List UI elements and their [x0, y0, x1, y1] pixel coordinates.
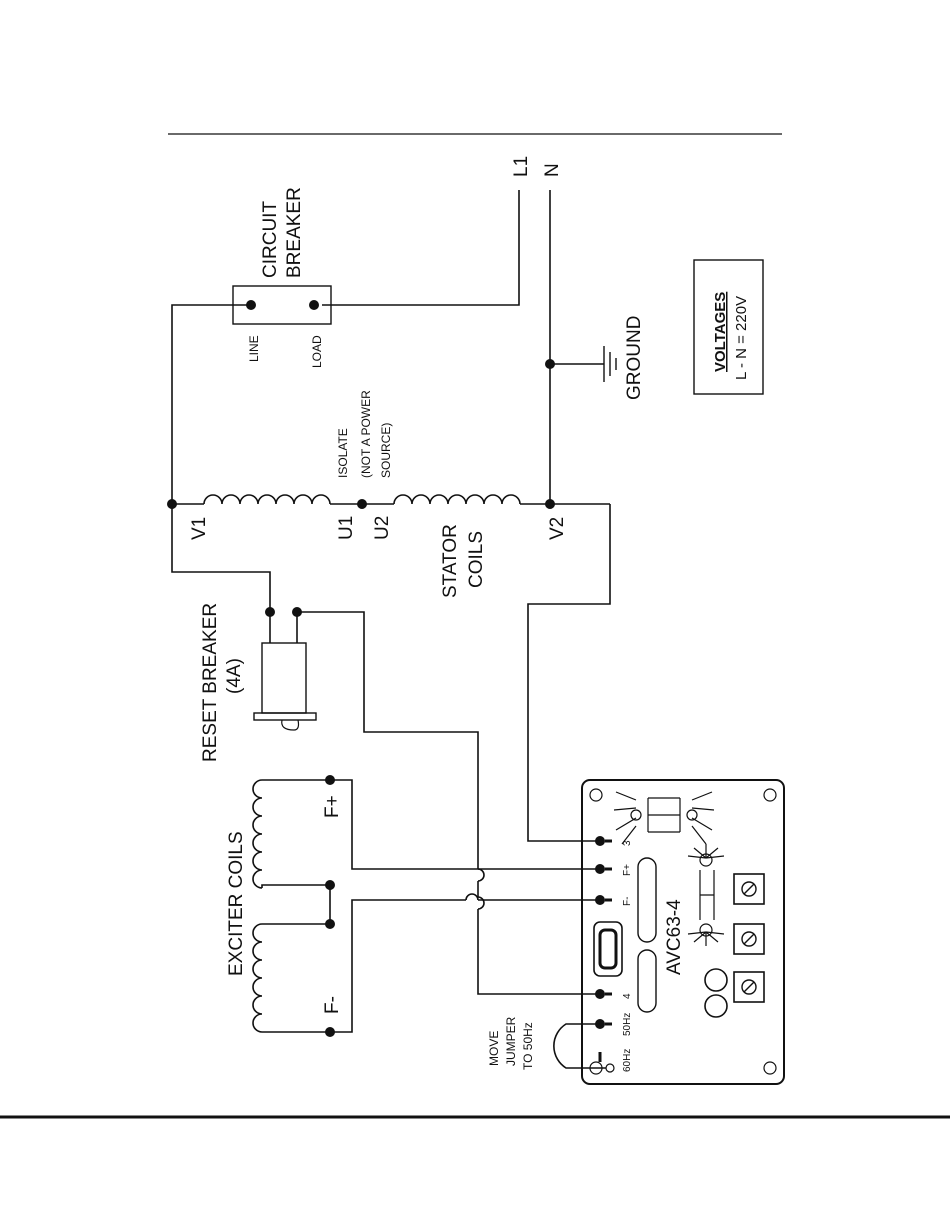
avr-term-4-label: 4	[622, 993, 633, 999]
load-label: LOAD	[310, 335, 324, 368]
exciter-coils-label: EXCITER COILS	[226, 831, 247, 976]
reset-breaker-label-1: RESET BREAKER	[200, 603, 221, 762]
pot-1	[734, 874, 764, 904]
n-label: N	[542, 163, 563, 177]
reset-breaker-button	[282, 720, 299, 730]
l1-label: L1	[511, 156, 532, 177]
reset-breaker-body	[262, 643, 306, 713]
circuit-breaker-load-terminal	[309, 300, 319, 310]
avr-term-3-label: 3	[622, 840, 633, 846]
heat-sink-top	[614, 792, 714, 844]
exciter-bot-wire	[262, 900, 466, 1032]
exciter-fplus-label: F+	[322, 795, 343, 818]
stator-coil-2	[394, 495, 520, 504]
avr-led-1	[705, 969, 727, 991]
pot-2	[734, 924, 764, 954]
exciter-fminus-terminal	[325, 1027, 335, 1037]
reset-breaker-flange	[254, 713, 316, 720]
avr-terminal-3	[595, 836, 605, 846]
stator-label-1: STATOR	[440, 524, 461, 598]
isolate-label-1: ISOLATE	[336, 428, 350, 478]
isolate-label-3: SOURCE)	[379, 423, 393, 478]
avr-term-50hz-label: 50Hz	[622, 1013, 633, 1036]
ground-junction	[545, 359, 555, 369]
exciter-bot-crossover	[466, 894, 478, 900]
avr-terminal-60hz	[606, 1064, 614, 1072]
stator-label-2: COILS	[466, 531, 487, 588]
exciter-mid-terminal-1	[325, 880, 335, 890]
exciter-fplus-terminal	[325, 775, 335, 785]
u1-u2-junction	[357, 499, 367, 509]
avr-mount-hole-bottom-right	[764, 1062, 776, 1074]
move-label-1: MOVE	[487, 1031, 501, 1066]
avr-terminal-4	[595, 989, 605, 999]
avr-pins	[605, 841, 612, 1024]
v2-label: V2	[547, 517, 568, 540]
avr-term-fplus-label: F+	[622, 864, 633, 876]
pot-3	[734, 972, 764, 1002]
exciter-mid-wire	[262, 885, 330, 924]
ground-label: GROUND	[624, 316, 645, 400]
move-label-3: TO 50Hz	[521, 1022, 535, 1070]
move-label-2: JUMPER	[504, 1016, 518, 1066]
exciter-mid-terminal-2	[325, 919, 335, 929]
schematic: L1 N CIRCUIT BREAKER LINE LOAD GROUND VO…	[167, 156, 784, 1084]
reset-to-t4-crossover-1	[478, 869, 484, 881]
exciter-coil-2	[253, 924, 262, 1032]
circuit-breaker-label-2: BREAKER	[284, 187, 305, 278]
jumper-connector-inner	[600, 930, 616, 968]
avr-term-60hz-label: 60Hz	[622, 1049, 633, 1072]
exciter-top-wire	[262, 780, 600, 869]
reset-to-t4-wire	[297, 612, 478, 869]
l1-wire	[322, 190, 519, 305]
reset-breaker-label-2: (4A)	[224, 658, 245, 694]
voltages-title: VOLTAGES	[712, 292, 729, 372]
avr-terminal-fplus	[595, 864, 605, 874]
avr-slot-1	[638, 858, 656, 942]
avr-terminal-fminus	[595, 895, 605, 905]
avr-mount-hole-top	[590, 789, 602, 801]
u2-label: U2	[372, 516, 393, 540]
circuit-breaker-label-1: CIRCUIT	[260, 201, 281, 278]
voltages-value: L - N = 220V	[733, 296, 750, 380]
jumper-loop-wire	[554, 1024, 606, 1068]
exciter-coil-1	[253, 780, 262, 888]
v2-junction	[545, 499, 555, 509]
v1-label: V1	[189, 517, 210, 540]
reset-breaker-terminal-1	[265, 607, 275, 617]
v2-wire	[528, 504, 610, 841]
reset-to-t4-crossover-2	[478, 897, 484, 909]
avr-mount-hole-top-right	[764, 789, 776, 801]
v1-junction	[167, 499, 177, 509]
avr-model-label: AVC63-4	[664, 899, 685, 975]
exciter-fminus-label: F-	[322, 996, 343, 1014]
stator-coil-1	[204, 495, 330, 504]
u1-label: U1	[336, 516, 357, 540]
isolate-label-2: (NOT A POWER	[359, 390, 373, 478]
heat-sink-bottom	[688, 844, 724, 946]
avr-led-2	[705, 995, 727, 1017]
line-label: LINE	[247, 335, 261, 362]
avr-term-fminus-label: F-	[622, 897, 633, 906]
avr-slot-2	[638, 950, 656, 1012]
